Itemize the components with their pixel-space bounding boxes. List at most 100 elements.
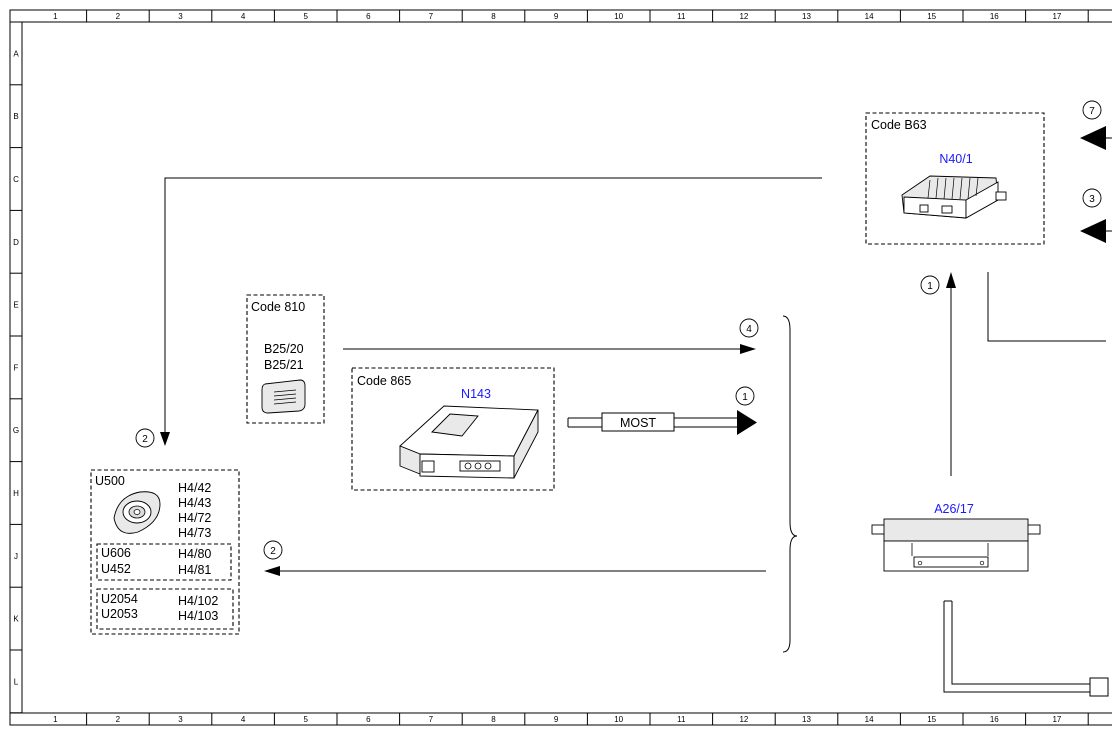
a26-17-module-icon	[871, 518, 1041, 572]
arrow-most	[737, 410, 757, 435]
row-label: K	[13, 615, 19, 624]
arrow-down-u500	[160, 432, 170, 446]
column-label: 11	[677, 12, 686, 21]
h4-80[interactable]: H4/80	[178, 547, 211, 561]
ref-circle-1-upper[interactable]: 1	[920, 275, 940, 295]
speaker-icon	[113, 491, 161, 534]
column-label: 4	[241, 715, 246, 724]
row-label: H	[13, 489, 19, 498]
ref-circle-2-mid[interactable]: 2	[263, 540, 283, 560]
column-label: 10	[614, 12, 623, 21]
column-label: 1	[53, 715, 58, 724]
h4-102[interactable]: H4/102	[178, 594, 218, 608]
svg-text:1: 1	[742, 392, 748, 403]
a26-17-component: A26/17	[871, 502, 1041, 572]
column-label: 2	[116, 715, 121, 724]
column-label: 5	[303, 715, 308, 724]
wires: MOST	[160, 126, 1112, 697]
code-865-title: Code 865	[357, 374, 411, 388]
arrow-out-7	[1080, 126, 1106, 150]
svg-text:1: 1	[927, 281, 933, 292]
column-label: 8	[491, 715, 496, 724]
column-label: 7	[429, 715, 434, 724]
most-label: MOST	[620, 416, 656, 430]
h4-73[interactable]: H4/73	[178, 526, 211, 540]
svg-text:7: 7	[1089, 106, 1095, 117]
code-b63-box: Code B63 N40/1	[865, 112, 1045, 245]
column-label: 5	[303, 12, 308, 21]
ref-circle-7[interactable]: 7	[1082, 100, 1102, 120]
column-label: 12	[739, 715, 748, 724]
bracket	[782, 315, 798, 653]
wire-to-u500	[164, 177, 822, 440]
h4-43[interactable]: H4/43	[178, 496, 211, 510]
u2053-label[interactable]: U2053	[101, 607, 138, 621]
a26-17-label[interactable]: A26/17	[934, 502, 974, 516]
column-label: 6	[366, 715, 371, 724]
column-label: 14	[865, 12, 874, 21]
row-label: L	[14, 677, 19, 686]
column-label: 13	[802, 12, 811, 21]
ref-circle-1-most[interactable]: 1	[735, 386, 755, 406]
b25-20-label[interactable]: B25/20	[264, 342, 304, 356]
column-label: 16	[990, 715, 999, 724]
column-label: 13	[802, 715, 811, 724]
ref-circle-4[interactable]: 4	[739, 318, 759, 338]
h4-72[interactable]: H4/72	[178, 511, 211, 525]
u2054-label[interactable]: U2054	[101, 592, 138, 606]
u500-group: U500 H4/42 H4/43 H4/72 H4/73 U606 U452 H…	[90, 469, 240, 635]
ref-circle-3[interactable]: 3	[1082, 188, 1102, 208]
row-ticks: A B C D E F G H J K L	[10, 49, 22, 714]
n143-module-icon	[399, 405, 539, 479]
u606-label[interactable]: U606	[101, 546, 131, 560]
h4-81[interactable]: H4/81	[178, 563, 211, 577]
column-label: 2	[116, 12, 121, 21]
arrow-wire-2	[264, 566, 280, 576]
row-label: D	[13, 238, 19, 247]
n40-1-label[interactable]: N40/1	[939, 152, 972, 166]
row-label: B	[13, 112, 18, 121]
svg-text:2: 2	[270, 546, 276, 557]
row-label: E	[13, 301, 18, 310]
ref-circle-2-left[interactable]: 2	[135, 428, 155, 448]
column-label: 11	[677, 715, 686, 724]
column-label: 17	[1052, 12, 1061, 21]
column-label: 1	[53, 12, 58, 21]
code-810-title: Code 810	[251, 300, 305, 314]
n40-1-module-icon	[901, 175, 1007, 219]
svg-text:2: 2	[142, 434, 148, 445]
n143-label[interactable]: N143	[461, 387, 491, 401]
column-label: 8	[491, 12, 496, 21]
column-label: 3	[178, 12, 183, 21]
u452-label[interactable]: U452	[101, 562, 131, 576]
wire-lower	[943, 600, 1109, 697]
most-bus: MOST	[567, 410, 757, 435]
code-b63-title: Code B63	[871, 118, 927, 132]
arrow-wire-1-up	[946, 272, 956, 288]
column-label: 9	[554, 715, 559, 724]
row-label: F	[14, 363, 19, 372]
h4-42[interactable]: H4/42	[178, 481, 211, 495]
row-label: G	[13, 426, 19, 435]
column-label: 15	[927, 715, 936, 724]
b25-sensor-icon	[261, 379, 306, 414]
row-label: C	[13, 175, 19, 184]
column-label: 7	[429, 12, 434, 21]
reference-circles: 7 3 1 4 1 2 2	[135, 100, 1102, 560]
row-label: J	[14, 552, 18, 561]
column-label: 3	[178, 715, 183, 724]
svg-text:3: 3	[1089, 194, 1095, 205]
column-label: 14	[865, 715, 874, 724]
column-label: 17	[1052, 715, 1061, 724]
h4-103[interactable]: H4/103	[178, 609, 218, 623]
column-label: 12	[739, 12, 748, 21]
wire-right-n40	[987, 272, 1106, 342]
arrow-out-3	[1080, 219, 1106, 243]
b25-21-label[interactable]: B25/21	[264, 358, 304, 372]
row-label: A	[13, 49, 19, 58]
column-label: 4	[241, 12, 246, 21]
